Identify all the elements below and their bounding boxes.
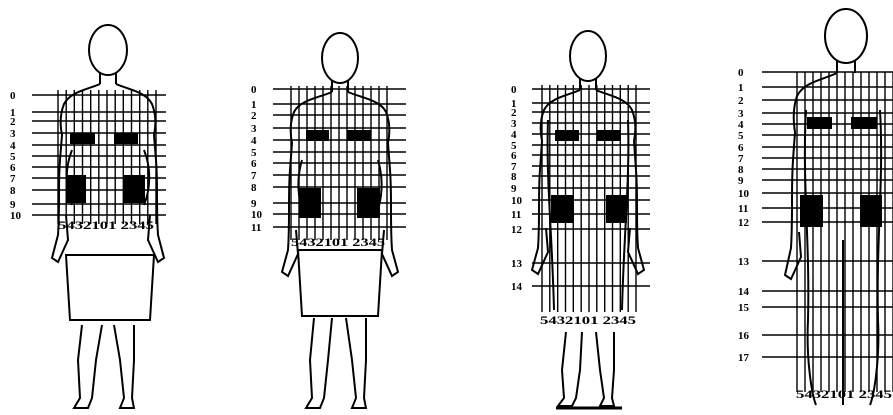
figure-2-row-label: 6 — [251, 158, 257, 170]
figure-3-row-label: 8 — [511, 171, 517, 183]
figure-3-row-label: 13 — [511, 258, 523, 270]
figure-2-row-label: 11 — [251, 222, 261, 234]
figure-3-row-label: 0 — [511, 84, 517, 96]
figure-2-row-label: 10 — [251, 209, 263, 221]
figure-3-body-outline — [532, 31, 644, 408]
figure-3-column-label: 5432101 2345 — [540, 313, 636, 327]
figure-4-row-label: 0 — [738, 67, 744, 79]
figure-4-row-label: 9 — [738, 175, 744, 187]
figure-4-row-label: 1 — [738, 82, 744, 94]
figure-1-row-label: 0 — [10, 90, 16, 102]
figure-4-upper-right-marker — [851, 117, 877, 129]
figure-4-row-label: 10 — [738, 188, 750, 200]
figure-1-column-label: 5432101 2345 — [58, 218, 154, 232]
figure-1-row-label: 10 — [10, 210, 22, 222]
figure-4-row-label: 12 — [738, 217, 750, 229]
figure-3-row-label: 14 — [511, 281, 523, 293]
figure-2-row-label: 7 — [251, 170, 257, 182]
figure-2-lower-left-marker — [299, 188, 321, 218]
figure-4-row-label: 14 — [738, 286, 750, 298]
figure-3-upper-left-marker — [555, 130, 579, 141]
figure-4-lower-left-marker — [800, 195, 823, 227]
figure-3-lower-right-marker — [606, 195, 627, 223]
figure-1-skirt — [66, 255, 154, 320]
figure-3-row-label: 10 — [511, 195, 523, 207]
figure-4-row-label: 13 — [738, 256, 750, 268]
figure-2-row-label: 3 — [251, 123, 257, 135]
figure-4-row-label: 17 — [738, 352, 750, 364]
figure-4-column-label: 5432101 2345 — [796, 387, 892, 401]
figure-1-upper-right-marker — [114, 133, 138, 144]
figure-2-upper-right-marker — [347, 130, 371, 141]
figure-2-row-label: 2 — [251, 110, 257, 122]
figure-4-row-label: 15 — [738, 302, 750, 314]
figure-4-row-label: 11 — [738, 203, 748, 215]
figure-4-row-label: 16 — [738, 330, 750, 342]
figure-3-upper-right-marker — [597, 130, 621, 141]
figure-1-upper-left-marker — [70, 133, 95, 144]
figure-3-row-label: 12 — [511, 224, 523, 236]
figure-4-upper-left-marker — [807, 117, 832, 129]
figure-2-grid — [273, 86, 406, 240]
figure-2-skirt — [298, 250, 382, 316]
figure-1-row-label: 3 — [10, 128, 16, 140]
figure-1-row-label: 8 — [10, 185, 16, 197]
figure-1-row-label: 2 — [10, 116, 16, 128]
figure-3-lower-left-marker — [551, 195, 573, 223]
figure-3-grid — [532, 85, 650, 312]
figure-1-lower-right-marker — [123, 175, 145, 203]
figure-3-row-label: 9 — [511, 183, 517, 195]
figure-2-row-label: 4 — [251, 135, 257, 147]
figure-4-lower-right-marker — [860, 195, 882, 227]
figure-2-upper-left-marker — [306, 130, 329, 141]
figure-3-row-label: 11 — [511, 209, 521, 221]
figure-1-row-label: 7 — [10, 173, 16, 185]
figure-4-row-label: 2 — [738, 95, 744, 107]
figure-2-row-label: 0 — [251, 84, 257, 96]
figure-2-column-label: 5432101 2345 — [291, 235, 385, 249]
figure-2-lower-right-marker — [357, 188, 380, 218]
figure-4-row-label: 5 — [738, 130, 744, 142]
figure-2-row-label: 8 — [251, 182, 257, 194]
figure-1-lower-left-marker — [66, 175, 86, 203]
